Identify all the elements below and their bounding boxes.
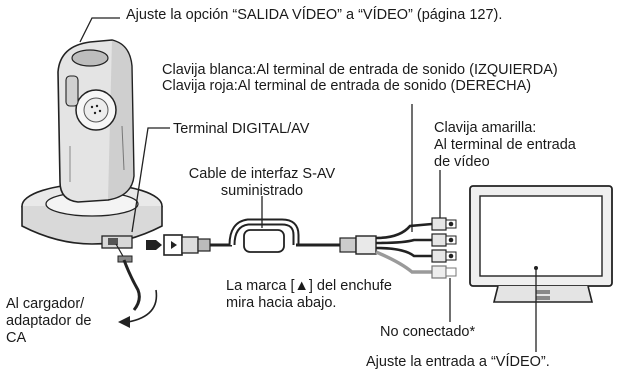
digital-av-terminal bbox=[101, 235, 133, 263]
not-connected-label: No conectado* bbox=[380, 324, 476, 340]
digital-av-label: Terminal DIGITAL/AV bbox=[173, 121, 310, 137]
mark-line1: La marca [▲] del enchufe bbox=[226, 278, 392, 294]
white-plug-note: Clavija blanca:Al terminal de entrada de… bbox=[162, 62, 558, 79]
yellow-line1: Clavija amarilla: bbox=[434, 120, 537, 136]
charger-arrow bbox=[127, 289, 158, 323]
rca-cables bbox=[375, 222, 433, 274]
unused-plug bbox=[431, 265, 457, 279]
tv-input-point bbox=[534, 266, 538, 270]
charger-arrowhead bbox=[118, 316, 130, 328]
rca-plug-white bbox=[431, 233, 457, 247]
leader-lines bbox=[79, 17, 537, 352]
charger-note: Al cargador/ adaptador de CA bbox=[6, 296, 91, 347]
s-av-cable bbox=[146, 218, 377, 256]
charger-line3: CA bbox=[6, 330, 27, 346]
television bbox=[469, 185, 613, 303]
rca-plug-red bbox=[431, 249, 457, 263]
cable-label: Cable de interfaz S-AV suministrado bbox=[186, 166, 338, 200]
charger-cable bbox=[122, 259, 141, 311]
red-plug-value: Al terminal de entrada de sonido (DERECH… bbox=[237, 78, 532, 94]
charger-line1: Al cargador/ bbox=[6, 296, 85, 312]
white-plug-value: Al terminal de entrada de sonido (IZQUIE… bbox=[256, 62, 558, 78]
mark-line2: mira hacia abajo. bbox=[226, 295, 337, 311]
camcorder bbox=[57, 39, 135, 203]
rca-plug-yellow bbox=[431, 217, 457, 231]
plug-mark-note: La marca [▲] del enchufe mira hacia abaj… bbox=[226, 278, 392, 312]
cable-label-line2: suministrado bbox=[220, 183, 304, 199]
red-plug-key: Clavija roja: bbox=[162, 78, 238, 94]
yellow-line2: Al terminal de entrada bbox=[434, 137, 576, 153]
yellow-line3: de vídeo bbox=[434, 154, 490, 170]
tv-input-note: Ajuste la entrada a “VÍDEO”. bbox=[366, 354, 550, 370]
red-plug-note: Clavija roja:Al terminal de entrada de s… bbox=[162, 78, 531, 95]
yellow-plug-note: Clavija amarilla: Al terminal de entrada… bbox=[434, 120, 576, 171]
white-plug-key: Clavija blanca: bbox=[162, 62, 257, 78]
charger-line2: adaptador de bbox=[6, 313, 92, 329]
cable-label-line1: Cable de interfaz S-AV bbox=[188, 166, 336, 182]
video-output-note: Ajuste la opción “SALIDA VÍDEO” a “VÍDEO… bbox=[126, 7, 503, 23]
